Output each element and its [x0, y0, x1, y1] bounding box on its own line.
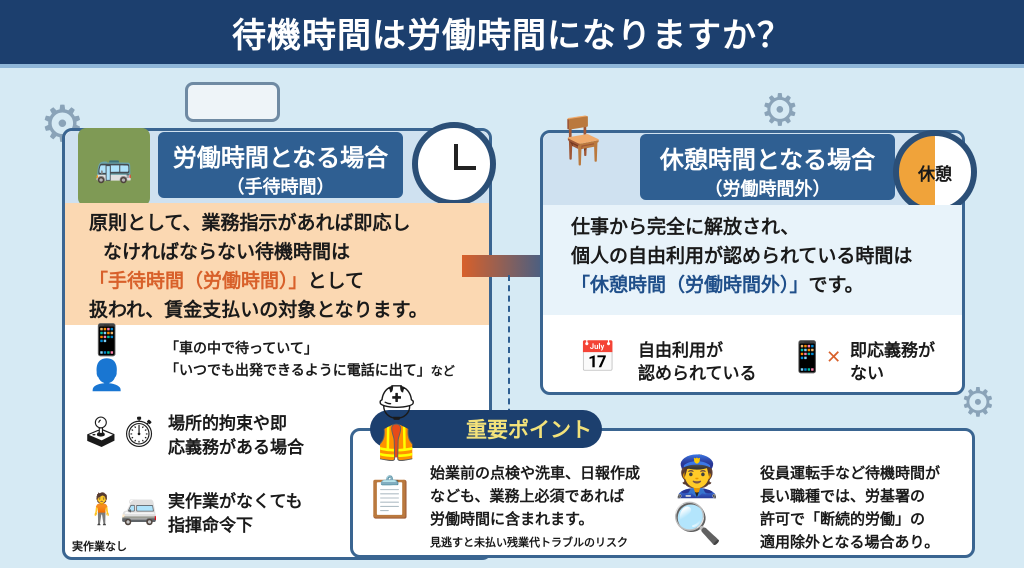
point-right-text: 役員運転手など待機時間が 長い職種では、労基署の 許可で「断続的労働」の 適用除…	[760, 462, 940, 554]
page-title: 待機時間は労働時間になりますか？	[232, 15, 792, 56]
example-text: 「車の中で待っていて」 「いつでも出発できるように電話に出て」など	[165, 338, 455, 382]
point-line: 許可で「断続的労働」の	[760, 510, 926, 528]
example-suffix: など	[430, 364, 455, 378]
double-arrow-icon	[462, 255, 557, 277]
calendar-clock-icon: 📅	[579, 340, 617, 375]
item-line: 実作業がなくても	[168, 492, 303, 512]
body-text: です。	[808, 274, 864, 296]
break-time-title: 休憩時間となる場合 （労働時間外）	[640, 134, 895, 200]
title-text: 休憩時間となる場合	[659, 146, 876, 174]
bus-driver-standing-icon: 🧍🚐	[83, 492, 158, 527]
subtitle-text: （手待時間）	[226, 177, 335, 198]
example-line: 「車の中で待っていて」	[165, 341, 318, 357]
item-location-binding: 場所的拘束や即応義務がある場合	[168, 412, 304, 460]
bus-icon	[185, 82, 280, 122]
example-line: 「いつでも出発できるように電話に出て」	[165, 363, 431, 379]
header-banner: 待機時間は労働時間になりますか？	[0, 0, 1024, 68]
item-line: 場所的拘束や即	[168, 414, 287, 434]
point-line: 役員運転手など待機時間が	[760, 464, 941, 482]
point-line: 適用除外となる場合あり。	[760, 533, 940, 551]
highlight-text: 「手待時間（労働時間）」	[89, 270, 308, 292]
body-line: 個人の自由利用が認められている時間は	[571, 245, 913, 267]
dashed-connector	[508, 275, 510, 425]
gear-icon: ⚙	[760, 85, 800, 136]
point-line: 始業前の点検や洗車、日報作成	[430, 464, 641, 482]
item-no-work: 実作業がなくても指揮命令下	[168, 490, 303, 538]
item-free-use: 自由利用が認められている	[638, 340, 757, 386]
driver-magnifier-icon: 👮🔍	[672, 454, 722, 547]
important-point-badge: 重要ポイント	[370, 410, 602, 448]
break-clock-icon: 休憩	[893, 130, 977, 214]
point-line: 長い職種では、労基署の	[760, 487, 926, 505]
item-caption: 実作業なし	[72, 540, 127, 553]
title-text: 労働時間となる場合	[172, 144, 389, 172]
item-line: 応義務がある場合	[168, 438, 304, 458]
item-line: 認められている	[638, 364, 757, 384]
gear-icon: ⚙	[960, 380, 996, 426]
phone-person-icon: 📱👤	[88, 323, 126, 393]
point-left-text: 始業前の点検や洗車、日報作成 なども、業務上必須であれば 労働時間に含まれます。…	[430, 462, 640, 554]
phone-x-icon: 📱✕	[788, 340, 842, 375]
checklist-wrench-icon: 📋	[365, 475, 415, 521]
important-point-card	[350, 428, 975, 558]
body-text: として	[307, 270, 364, 292]
clock-icon	[412, 122, 496, 206]
helmet-vest-icon: ⛑🦺	[375, 382, 419, 463]
steering-wheel-icon: 🕹⏱	[81, 414, 159, 450]
badge-text: 重要ポイント	[466, 418, 592, 442]
item-no-obligation: 即応義務がない	[850, 340, 935, 386]
item-line: ない	[850, 364, 884, 384]
item-line: 自由利用が	[638, 341, 723, 361]
clock-label: 休憩	[918, 164, 952, 185]
item-line: 即応義務が	[850, 341, 935, 361]
body-line: 原則として、業務指示があれば即応し	[89, 212, 411, 234]
item-line: 指揮命令下	[168, 516, 253, 536]
person-on-bench-icon: 🪑	[553, 112, 612, 167]
body-line: なければならない待機時間は	[103, 241, 351, 263]
body-line: 仕事から完全に解放され、	[571, 216, 800, 238]
subtitle-text: （労働時間外）	[704, 179, 831, 200]
point-line: なども、業務上必須であれば	[430, 487, 625, 505]
break-time-body: 仕事から完全に解放され、 個人の自由利用が認められている時間は 「休憩時間（労働…	[543, 205, 962, 315]
working-time-body: 原則として、業務指示があれば即応し なければならない待機時間は 「手待時間（労働…	[65, 203, 489, 325]
body-line: 扱われ、賃金支払いの対象となります。	[89, 299, 428, 321]
bus-driver-icon: 🚌	[78, 128, 150, 206]
highlight-text: 「休憩時間（労働時間外）」	[571, 274, 809, 296]
point-note: 見逃すと未払い残業代トラブルのリスク	[430, 536, 628, 549]
working-time-title: 労働時間となる場合 （手待時間）	[158, 132, 403, 198]
point-line: 労働時間に含まれます。	[430, 510, 594, 528]
